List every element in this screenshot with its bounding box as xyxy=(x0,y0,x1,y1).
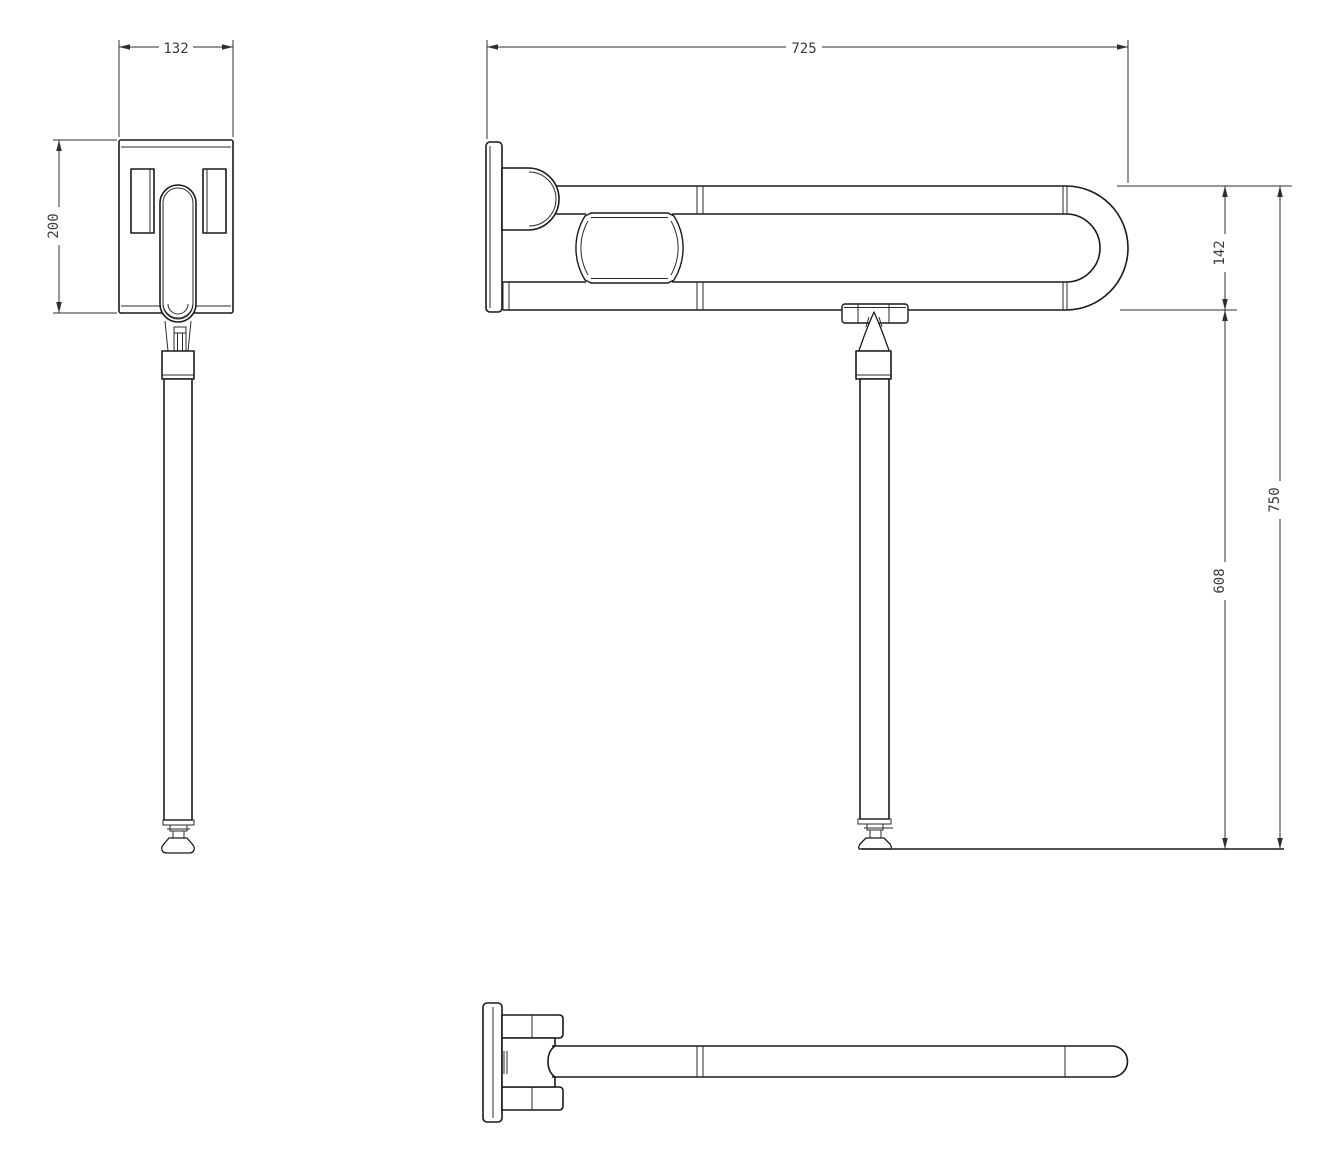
front-leg-collar xyxy=(855,350,892,380)
front-tube-joint-lines xyxy=(696,186,704,310)
side-folded-rail xyxy=(159,184,197,323)
dim-arrow xyxy=(1222,310,1228,321)
side-rail-endcap-arc-inner xyxy=(167,303,189,315)
dim-725-extension-lines xyxy=(486,40,1129,183)
front-leg-clamp-lines xyxy=(844,304,906,323)
side-foot-pad xyxy=(161,837,195,854)
dim-750-label: 750 xyxy=(1267,487,1283,512)
front-u-bend-inner-arc xyxy=(1065,213,1101,283)
front-hinge-drum-inner-arc xyxy=(528,171,557,227)
dim-leg-drop: 608 xyxy=(1212,310,1231,849)
top-tube-joint-lines xyxy=(696,1046,704,1077)
dim-overall-height: 750 xyxy=(1267,186,1286,849)
dim-arrow xyxy=(56,302,62,313)
front-hinge-spool-inner-arcs xyxy=(580,220,679,276)
top-endcap-round-end xyxy=(1111,1045,1129,1078)
right-extension-lines xyxy=(1117,185,1292,311)
front-foot-stem-lower xyxy=(869,829,882,839)
top-bracket-body xyxy=(501,1037,556,1088)
dim-side-height: 200 xyxy=(46,139,117,314)
side-leg-tube xyxy=(163,378,193,821)
dim-side-width: 132 xyxy=(118,40,234,137)
top-bracket-body-notch-lines xyxy=(503,1051,508,1074)
dim-arrow xyxy=(56,140,62,151)
side-pivot-latch xyxy=(173,326,187,352)
front-hinge-drum xyxy=(501,167,560,231)
front-leg-tube xyxy=(859,378,890,820)
top-view xyxy=(482,1002,1129,1123)
dim-arrow xyxy=(1117,44,1128,50)
top-rail-tube-edges xyxy=(552,1045,1065,1078)
dim-arrow xyxy=(119,44,130,50)
dim-arrow xyxy=(1222,838,1228,849)
dim-132-extension-lines xyxy=(118,40,234,137)
front-leg-hinge-wedge-lines xyxy=(865,316,883,328)
front-hinge-spool xyxy=(575,212,684,284)
side-foot-stem-lower xyxy=(172,830,185,839)
dim-142-label: 142 xyxy=(1212,240,1228,265)
dim-200-label: 200 xyxy=(46,213,62,238)
dim-200-extension-lines xyxy=(53,139,117,314)
front-view: 725 142 608 750 xyxy=(485,40,1292,850)
dim-arrow xyxy=(1222,299,1228,310)
front-u-bend-outer-arc xyxy=(1065,185,1129,311)
dim-132-label: 132 xyxy=(163,41,188,57)
side-rail-endcap-arc-outer xyxy=(162,302,194,319)
dim-rail-gap: 142 xyxy=(1212,186,1231,310)
front-bend-joint-lines xyxy=(1062,186,1068,310)
side-pivot-neck xyxy=(164,320,192,352)
dim-arrow xyxy=(1277,838,1283,849)
dim-608-label: 608 xyxy=(1212,568,1228,593)
dim-front-length: 725 xyxy=(486,40,1129,183)
dim-arrow xyxy=(487,44,498,50)
front-lower-tube-endcap-lines xyxy=(502,282,510,310)
side-bracket-tab-right xyxy=(202,168,227,234)
side-pivot-latch-lines xyxy=(174,332,186,351)
front-foot-pad xyxy=(858,837,892,850)
dim-arrow xyxy=(1277,186,1283,197)
side-bracket-tab-left xyxy=(130,168,155,234)
front-foot-stem-upper xyxy=(866,823,884,831)
dim-725-label: 725 xyxy=(791,41,816,57)
top-endcap-edges xyxy=(1065,1045,1112,1078)
side-foot-stem-upper xyxy=(169,824,188,832)
side-folded-rail-inner xyxy=(162,187,194,320)
dim-arrow xyxy=(222,44,233,50)
front-hinge-spool-plate-lines xyxy=(591,217,668,279)
front-wall-plate xyxy=(485,141,503,313)
dim-arrow xyxy=(1222,186,1228,197)
side-view: 132 200 xyxy=(46,40,234,854)
